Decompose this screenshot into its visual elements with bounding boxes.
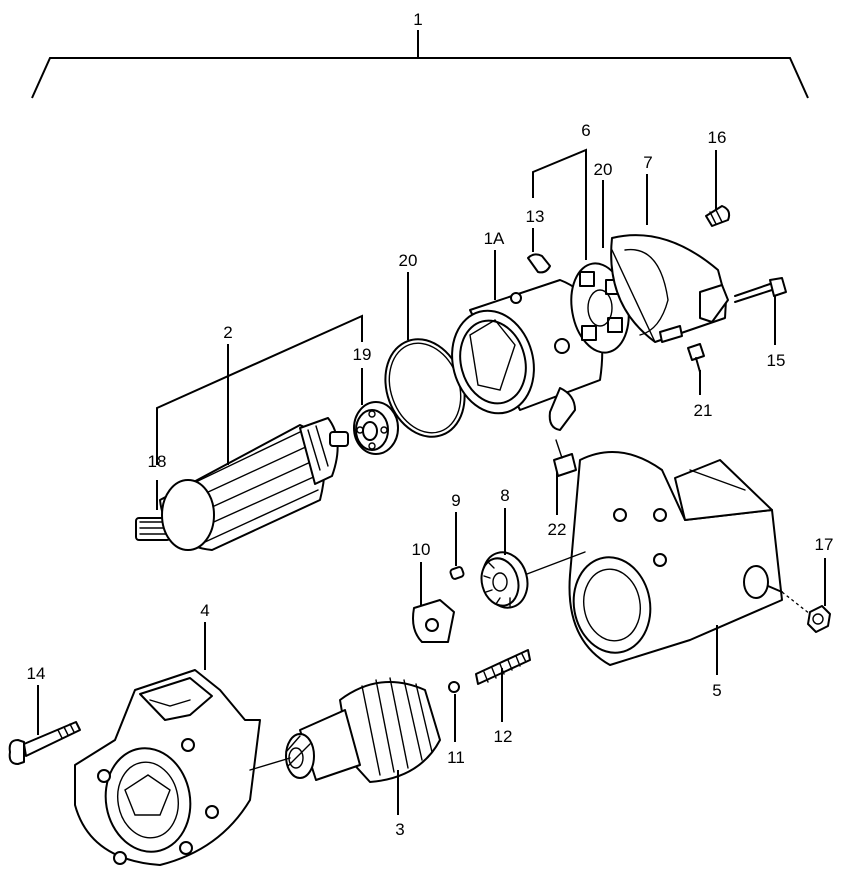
steel-ball (448, 681, 460, 693)
rear-end-cover (610, 234, 729, 343)
o-ring-left (384, 338, 466, 438)
callout-19: 19 (353, 345, 372, 364)
callout-16: 16 (708, 128, 727, 147)
mounting-bolt (8, 721, 81, 765)
assembly-bracket (31, 30, 809, 99)
through-bolt (734, 277, 787, 303)
cover-screw (705, 205, 731, 227)
callout-13: 13 (526, 207, 545, 226)
gear-pin (449, 566, 465, 580)
callout-1a: 1A (484, 229, 505, 248)
callout-12: 12 (494, 727, 513, 746)
return-spring (475, 649, 531, 685)
callout-10: 10 (412, 540, 431, 559)
callout-8: 8 (500, 486, 509, 505)
mounting-nut (781, 591, 831, 633)
callout-18: 18 (148, 452, 167, 471)
callout-3: 3 (395, 820, 404, 839)
callout-20-left: 20 (399, 251, 418, 270)
callout-21: 21 (694, 401, 713, 420)
callout-14: 14 (27, 664, 46, 683)
yoke-housing (451, 279, 604, 431)
brush-clip (527, 253, 551, 274)
gear-housing (568, 451, 783, 666)
terminal-screw (687, 343, 705, 373)
callout-20-right: 20 (594, 160, 613, 179)
callout-5: 5 (712, 681, 721, 700)
callout-4: 4 (200, 601, 209, 620)
retainer (412, 599, 455, 643)
planetary-gear (480, 551, 586, 609)
leader-lines (37, 148, 826, 815)
callout-2: 2 (223, 323, 232, 342)
callout-7: 7 (643, 153, 652, 172)
bearing (353, 401, 399, 455)
front-bracket (74, 669, 291, 866)
brush-lead-plate (553, 439, 577, 477)
callout-22: 22 (548, 520, 567, 539)
callout-6: 6 (581, 121, 590, 140)
drive-clutch (285, 677, 441, 783)
callout-labels: 1 1A 2 3 4 5 6 7 8 9 10 11 12 13 14 15 1… (27, 10, 834, 839)
callout-1: 1 (413, 10, 422, 29)
callout-11: 11 (447, 748, 465, 767)
armature (135, 417, 349, 551)
callout-9: 9 (451, 491, 460, 510)
callout-15: 15 (767, 351, 786, 370)
callout-17: 17 (815, 535, 834, 554)
